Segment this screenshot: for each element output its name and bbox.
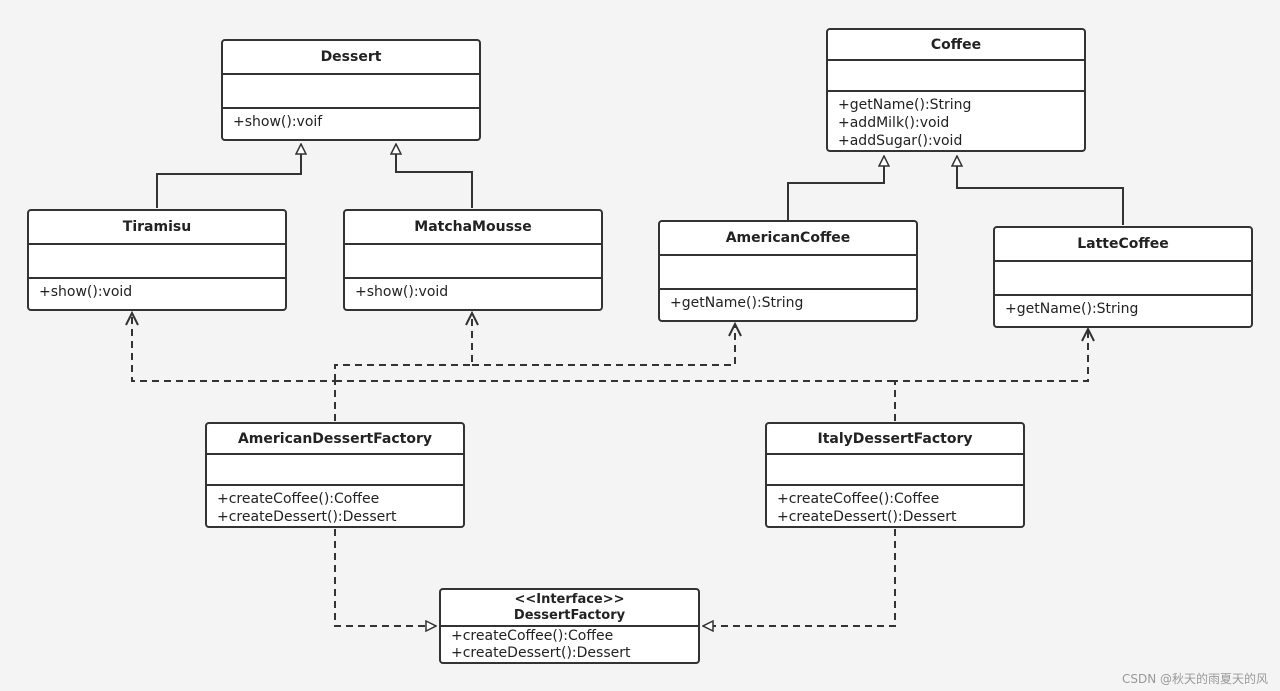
class-matchamousse[interactable]: MatchaMousse +show():void: [343, 209, 603, 311]
operation: +getName():String: [1005, 301, 1139, 317]
operation: +addSugar():void: [838, 133, 963, 149]
operation: +createDessert():Dessert: [217, 509, 397, 525]
attributes-compartment: [207, 455, 463, 486]
class-name: LatteCoffee: [995, 228, 1251, 262]
operations-compartment: +getName():String: [995, 296, 1251, 326]
operations-compartment: +show():void: [29, 279, 285, 309]
realization-americanfactory-interface: [334, 529, 436, 626]
operation: +createCoffee():Coffee: [451, 628, 614, 644]
generalization-americancoffee-coffee: [787, 156, 884, 220]
dependency-americanfactory-matchamousse: [334, 313, 472, 381]
interface-dessertfactory[interactable]: <<Interface>> DessertFactory +createCoff…: [439, 588, 700, 664]
class-lattecoffee[interactable]: LatteCoffee +getName():String: [993, 226, 1253, 328]
class-dessert[interactable]: Dessert +show():voif: [221, 39, 481, 141]
generalization-tiramisu-dessert: [156, 144, 301, 208]
dependency-italyfactory-lattecoffee: [894, 329, 1088, 421]
watermark: CSDN @秋天的雨夏天的风: [1121, 672, 1268, 686]
dependency-americanfactory-tiramisu: [132, 313, 336, 421]
class-coffee[interactable]: Coffee +getName():String +addMilk():void…: [826, 28, 1086, 152]
attributes-compartment: [345, 245, 601, 279]
operations-compartment: +createCoffee():Coffee +createDessert():…: [441, 627, 698, 662]
operation: +createDessert():Dessert: [777, 509, 957, 525]
class-italydessertfactory[interactable]: ItalyDessertFactory +createCoffee():Coff…: [765, 422, 1025, 528]
class-name: ItalyDessertFactory: [767, 424, 1023, 455]
attributes-compartment: [29, 245, 285, 279]
generalization-matchamousse-dessert: [396, 144, 473, 208]
operation: +show():void: [39, 284, 133, 300]
class-name: Tiramisu: [29, 211, 285, 245]
class-name: DessertFactory: [513, 607, 626, 623]
operations-compartment: +createCoffee():Coffee +createDessert():…: [767, 486, 1023, 526]
operation: +show():void: [355, 284, 449, 300]
operations-compartment: +show():voif: [223, 109, 479, 139]
class-americandessertfactory[interactable]: AmericanDessertFactory +createCoffee():C…: [205, 422, 465, 528]
attributes-compartment: [767, 455, 1023, 486]
operation: +show():voif: [233, 114, 323, 130]
operation: +getName():String: [838, 97, 972, 113]
class-name: Dessert: [223, 41, 479, 75]
generalization-lattecoffee-coffee: [957, 156, 1124, 225]
operation: +getName():String: [670, 295, 804, 311]
operations-compartment: +show():void: [345, 279, 601, 309]
attributes-compartment: [660, 256, 916, 290]
operations-compartment: +getName():String +addMilk():void +addSu…: [828, 92, 1084, 150]
attributes-compartment: [223, 75, 479, 109]
class-name: Coffee: [828, 30, 1084, 61]
stereotype-label: <<Interface>>: [514, 591, 625, 607]
operation: +createCoffee():Coffee: [217, 491, 380, 507]
operation: +createCoffee():Coffee: [777, 491, 940, 507]
class-name: MatchaMousse: [345, 211, 601, 245]
attributes-compartment: [995, 262, 1251, 296]
interface-header: <<Interface>> DessertFactory: [441, 590, 698, 627]
attributes-compartment: [828, 61, 1084, 92]
class-americancoffee[interactable]: AmericanCoffee +getName():String: [658, 220, 918, 322]
class-name: AmericanCoffee: [660, 222, 916, 256]
operation: +createDessert():Dessert: [451, 645, 631, 661]
dependency-americanfactory-americancoffee: [472, 324, 735, 366]
operations-compartment: +getName():String: [660, 290, 916, 320]
realization-italyfactory-interface: [703, 529, 896, 626]
operation: +addMilk():void: [838, 115, 950, 131]
class-tiramisu[interactable]: Tiramisu +show():void: [27, 209, 287, 311]
operations-compartment: +createCoffee():Coffee +createDessert():…: [207, 486, 463, 526]
class-name: AmericanDessertFactory: [207, 424, 463, 455]
